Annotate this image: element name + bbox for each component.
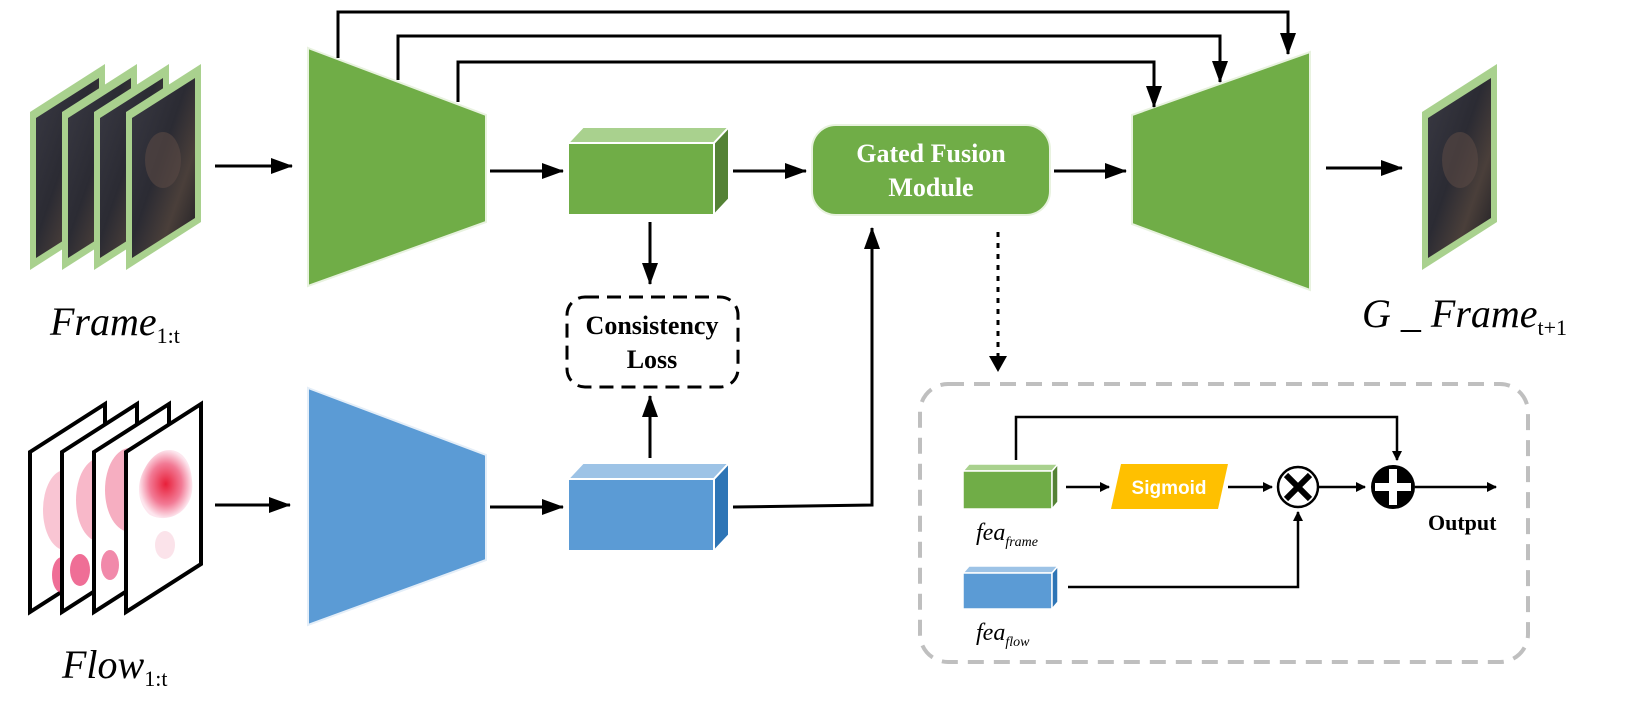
multiply-operator-icon (1276, 465, 1320, 509)
flow-card-4 (124, 400, 203, 616)
skip-connection-2 (396, 34, 1228, 83)
fea-frame-residual-arrow (1014, 415, 1402, 461)
fea-frame-label: feaframe (976, 520, 1038, 550)
fea-flow-block (961, 563, 1060, 612)
skip-connection-3 (456, 60, 1162, 108)
frame-stack (30, 64, 201, 270)
add-operator-icon (1371, 465, 1415, 509)
frame-encoder (307, 46, 487, 288)
frame-card-4 (126, 64, 201, 270)
frame-decoder (1131, 50, 1311, 292)
generated-frame (1422, 64, 1497, 270)
fea-flow-label: feaflow (976, 620, 1030, 650)
detail-dotted-arrowhead (989, 356, 1007, 372)
flow-stack (28, 400, 203, 616)
consistency-loss-box (565, 295, 740, 389)
gated-fusion-line2: Module (888, 173, 973, 202)
sigmoid-block (1111, 464, 1228, 509)
generated-frame-label: G _ Framet+1 (1362, 291, 1567, 340)
consistency-loss-line2: Loss (627, 345, 678, 374)
gated-fusion-module (811, 124, 1051, 216)
sigmoid-label: Sigmoid (1132, 478, 1207, 499)
flow-encoder (307, 386, 487, 627)
consistency-loss-line1: Consistency (586, 311, 719, 340)
flow-feature-to-fusion-arrow (732, 227, 880, 509)
gated-fusion-detail-box (918, 382, 1530, 664)
frame-feature-block (565, 124, 732, 218)
fea-flow-to-multiply-arrow (1068, 511, 1303, 589)
frame-label: Frame1:t (49, 299, 180, 348)
output-label: Output (1428, 510, 1497, 535)
gated-fusion-line1: Gated Fusion (856, 139, 1006, 168)
flow-label: Flow1:t (61, 642, 167, 691)
fea-frame-block (961, 461, 1060, 512)
skip-connection-1 (336, 10, 1296, 58)
flow-feature-block (565, 460, 732, 554)
